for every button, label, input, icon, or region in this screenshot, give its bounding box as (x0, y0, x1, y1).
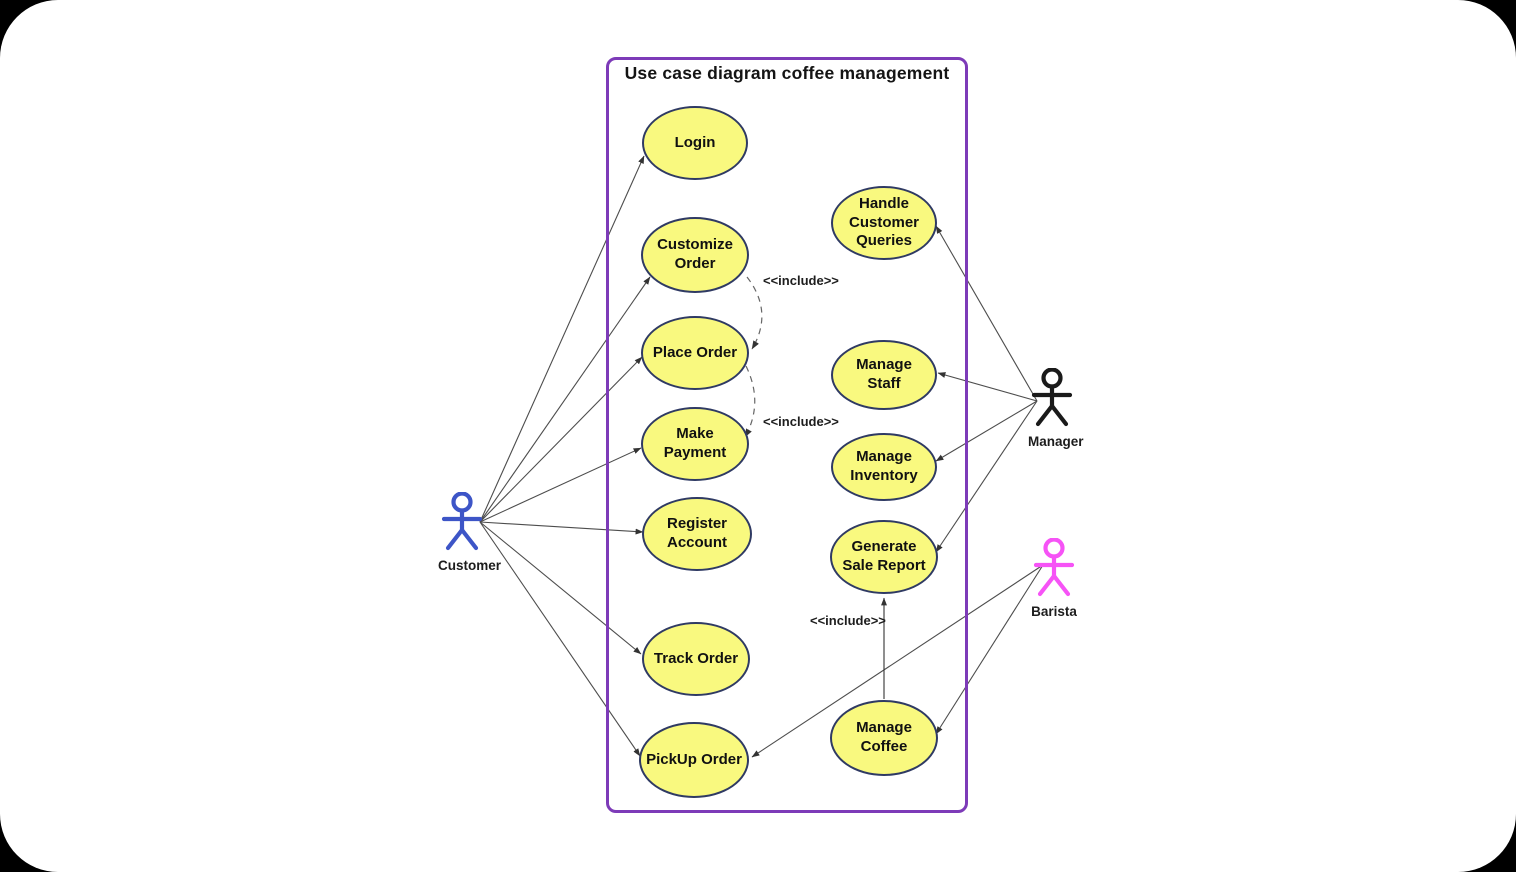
system-boundary: Use case diagram coffee management (606, 57, 968, 813)
usecase-pickup-order-label: PickUp Order (646, 750, 742, 768)
usecase-pickup-order[interactable]: PickUp Order (639, 722, 749, 798)
customer-figure-icon (441, 491, 483, 551)
usecase-track-order-label: Track Order (653, 649, 739, 667)
usecase-place-order[interactable]: Place Order (641, 316, 749, 390)
usecase-make-payment[interactable]: Make Payment (641, 407, 749, 481)
usecase-manage-staff[interactable]: Manage Staff (831, 340, 937, 410)
usecase-track-order[interactable]: Track Order (642, 622, 750, 696)
actor-customer[interactable]: Customer (438, 491, 502, 573)
usecase-handle-customer-queries-label: Handle Customer Queries (848, 194, 919, 250)
actor-manager[interactable]: Manager (1028, 367, 1084, 449)
usecase-register-account[interactable]: Register Account (642, 497, 752, 571)
manager-figure-icon (1031, 367, 1073, 427)
usecase-place-order-label: Place Order (652, 343, 738, 361)
usecase-customize-order-label: Customize Order (657, 236, 733, 272)
include-label-customize-place: <<include>> (763, 273, 839, 288)
include-label-coffee-report: <<include>> (810, 613, 886, 628)
actor-manager-label: Manager (1028, 434, 1084, 449)
barista-figure-icon (1033, 537, 1075, 597)
usecase-manage-inventory-label: Manage Inventory (850, 448, 918, 484)
usecase-login-label: Login (674, 133, 716, 151)
usecase-manage-coffee[interactable]: Manage Coffee (830, 700, 938, 776)
include-label-place-payment: <<include>> (763, 414, 839, 429)
usecase-manage-staff-label: Manage Staff (856, 356, 912, 392)
usecase-manage-coffee-label: Manage Coffee (856, 719, 912, 755)
usecase-generate-sale-report-label: Generate Sale Report (842, 538, 926, 574)
usecase-manage-inventory[interactable]: Manage Inventory (831, 433, 937, 501)
usecase-login[interactable]: Login (642, 106, 748, 180)
diagram-title: Use case diagram coffee management (624, 63, 950, 83)
usecase-customize-order[interactable]: Customize Order (641, 217, 749, 293)
actor-barista-label: Barista (1031, 604, 1077, 619)
actor-customer-label: Customer (438, 558, 502, 573)
usecase-make-payment-label: Make Payment (663, 425, 727, 461)
usecase-generate-sale-report[interactable]: Generate Sale Report (830, 520, 938, 594)
usecase-handle-customer-queries[interactable]: Handle Customer Queries (831, 186, 937, 260)
actor-barista[interactable]: Barista (1030, 537, 1078, 619)
usecase-register-account-label: Register Account (666, 515, 728, 551)
